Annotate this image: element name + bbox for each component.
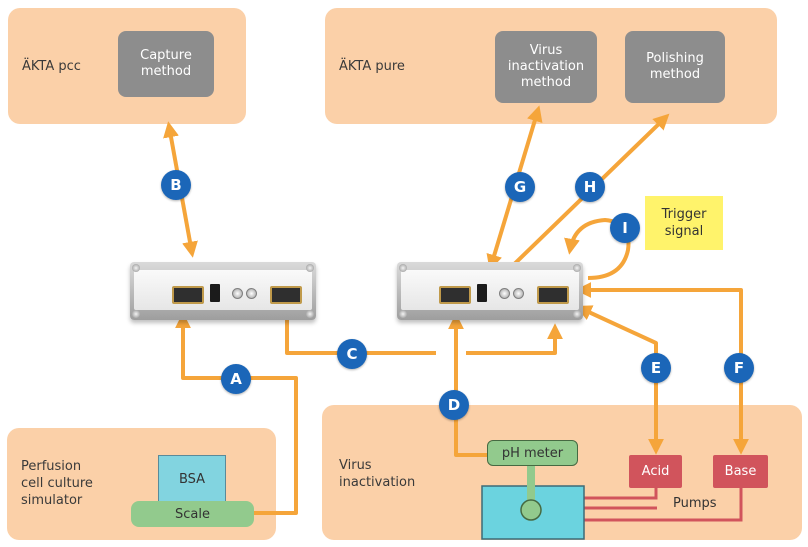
capture-method-box: Capture method	[118, 31, 214, 97]
ph-meter-box: pH meter	[487, 440, 578, 466]
right-knob-2	[513, 288, 524, 299]
left-knob-2	[246, 288, 257, 299]
virus-inactivation-method-box: Virus inactivation method	[495, 31, 597, 103]
badge-c: C	[337, 339, 367, 369]
badge-e: E	[641, 353, 671, 383]
badge-f: F	[724, 353, 754, 383]
right-analog-port	[439, 286, 471, 304]
right-control-device	[397, 262, 583, 320]
arrow-f	[575, 282, 749, 455]
right-digital-port	[537, 286, 569, 304]
perfusion-label: Perfusion cell culture simulator	[21, 459, 93, 508]
badge-i: I	[610, 213, 640, 243]
right-usb-port	[477, 284, 487, 302]
arrow-a	[175, 312, 298, 515]
bsa-box: BSA	[158, 455, 226, 503]
arrow-c-right	[466, 323, 563, 355]
badge-g: G	[505, 172, 535, 202]
base-tube	[583, 488, 743, 522]
left-screw-1	[132, 264, 140, 272]
left-control-device	[130, 262, 316, 320]
right-screw-4	[573, 310, 581, 318]
left-screw-2	[306, 264, 314, 272]
badge-h: H	[575, 172, 605, 202]
base-box: Base	[713, 455, 768, 488]
right-screw-2	[573, 264, 581, 272]
virus-inactivation-label: Virus inactivation	[339, 458, 416, 490]
scale-box: Scale	[131, 501, 254, 527]
polishing-method-box: Polishing method	[625, 31, 725, 103]
arrow-lines	[163, 105, 749, 515]
arrow-d	[448, 313, 488, 457]
left-usb-port	[210, 284, 220, 302]
trigger-signal-box: Trigger signal	[645, 196, 723, 250]
akta-pcc-label: ÄKTA pcc	[22, 59, 81, 74]
acid-box: Acid	[629, 455, 682, 488]
left-knob-1	[232, 288, 243, 299]
ph-probe	[520, 463, 542, 521]
badge-a: A	[221, 364, 251, 394]
left-digital-port	[270, 286, 302, 304]
pumps-label: Pumps	[673, 496, 717, 511]
akta-pure-label: ÄKTA pure	[339, 59, 405, 74]
right-screw-1	[399, 264, 407, 272]
arrow-c-left	[285, 314, 436, 355]
left-screw-4	[306, 310, 314, 318]
pump-tubes	[583, 488, 743, 522]
arrow-e	[575, 305, 664, 455]
left-analog-port	[172, 286, 204, 304]
badge-d: D	[439, 390, 469, 420]
badge-b: B	[161, 170, 191, 200]
acid-tube	[583, 488, 658, 500]
right-knob-1	[499, 288, 510, 299]
left-screw-3	[132, 310, 140, 318]
right-screw-3	[399, 310, 407, 318]
